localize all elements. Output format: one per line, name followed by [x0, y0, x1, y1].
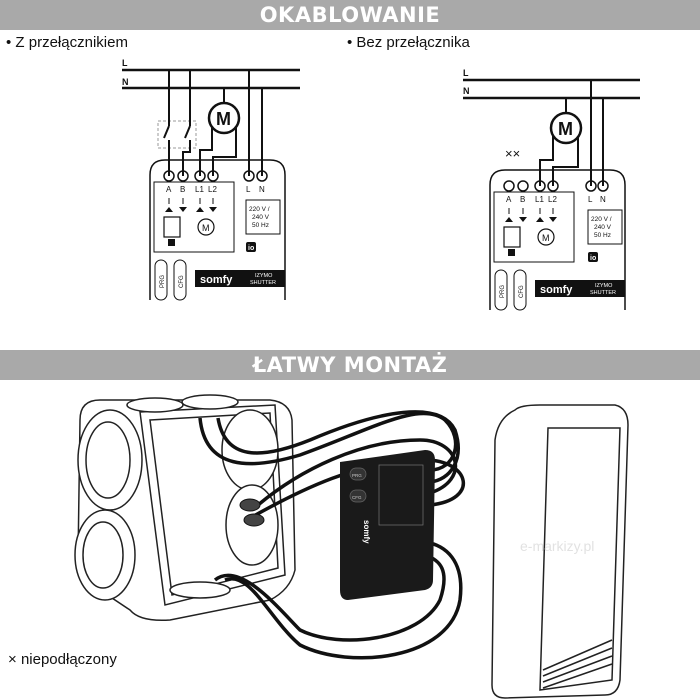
izymo-module-photo: PRG CFG somfy: [340, 450, 435, 600]
switch-cover-plate: [491, 404, 629, 699]
svg-text:PRG: PRG: [500, 285, 506, 298]
switch-box: [157, 120, 197, 149]
svg-text:B: B: [180, 185, 185, 194]
svg-text:somfy: somfy: [200, 274, 233, 286]
svg-text:L: L: [463, 68, 469, 78]
svg-text:IZYMO: IZYMO: [255, 273, 273, 279]
svg-text:A: A: [166, 185, 172, 194]
svg-text:M: M: [216, 109, 231, 129]
svg-text:220 V /: 220 V /: [591, 216, 612, 223]
svg-text:L: L: [588, 195, 593, 204]
svg-text:CFG: CFG: [179, 275, 185, 288]
section-header-mounting: ŁATWY MONTAŻ: [0, 350, 700, 380]
svg-text:CFG: CFG: [352, 495, 362, 500]
svg-text:somfy: somfy: [540, 284, 573, 296]
unconnected-marks: ××: [505, 146, 520, 161]
svg-text:N: N: [259, 185, 265, 194]
svg-text:PRG: PRG: [352, 473, 362, 478]
svg-text:io: io: [248, 245, 254, 252]
svg-text:L1: L1: [195, 185, 204, 194]
motor-wires: [199, 70, 263, 176]
watermark: e-markizy.pl: [520, 538, 594, 554]
svg-text:io: io: [590, 255, 596, 262]
svg-text:CFG: CFG: [519, 285, 525, 298]
svg-text:A: A: [506, 195, 512, 204]
izymo-module: A B L1 L2 L N M 220 V / 240 V 5: [489, 169, 626, 311]
svg-text:L1: L1: [535, 195, 544, 204]
svg-text:somfy: somfy: [362, 520, 371, 544]
svg-text:N: N: [463, 86, 470, 96]
line-label-l: L: [122, 58, 128, 68]
svg-text:SHUTTER: SHUTTER: [250, 280, 276, 286]
svg-text:L2: L2: [548, 195, 557, 204]
svg-text:M: M: [202, 223, 210, 233]
legend-unconnected: × niepodłączony: [8, 651, 117, 668]
svg-text:M: M: [558, 119, 573, 139]
svg-text:240 V: 240 V: [252, 214, 270, 221]
svg-text:N: N: [600, 195, 606, 204]
motor-wires: [539, 80, 604, 186]
svg-text:M: M: [542, 233, 550, 243]
izymo-module: A B L1 L2 L N M 220 V / 240 V 5: [149, 159, 286, 301]
line-label-n: N: [122, 77, 129, 87]
svg-text:B: B: [520, 195, 525, 204]
wiring-diagram-without-switch: L N ×× M A B L1 L2 L N: [463, 68, 640, 311]
svg-text:220 V /: 220 V /: [249, 206, 270, 213]
section-header-wiring: OKABLOWANIE: [0, 0, 700, 30]
svg-text:240 V: 240 V: [594, 224, 612, 231]
svg-text:50 Hz: 50 Hz: [252, 222, 269, 229]
wiring-diagram-with-switch: L N M A B L1 L2 L N: [122, 58, 300, 301]
svg-text:L2: L2: [208, 185, 217, 194]
legend-text: niepodłączony: [20, 651, 117, 668]
svg-text:SHUTTER: SHUTTER: [590, 290, 616, 296]
svg-text:L: L: [246, 185, 251, 194]
svg-text:IZYMO: IZYMO: [595, 283, 613, 289]
label-without-switch: • Bez przełącznika: [347, 34, 470, 51]
label-with-switch: • Z przełącznikiem: [6, 34, 128, 51]
junction-box: [74, 394, 296, 622]
switch-wires: [163, 70, 191, 176]
svg-text:PRG: PRG: [160, 275, 166, 288]
x-mark-icon: ×: [8, 651, 17, 668]
wire-caps: [239, 498, 265, 527]
svg-text:50 Hz: 50 Hz: [594, 232, 611, 239]
